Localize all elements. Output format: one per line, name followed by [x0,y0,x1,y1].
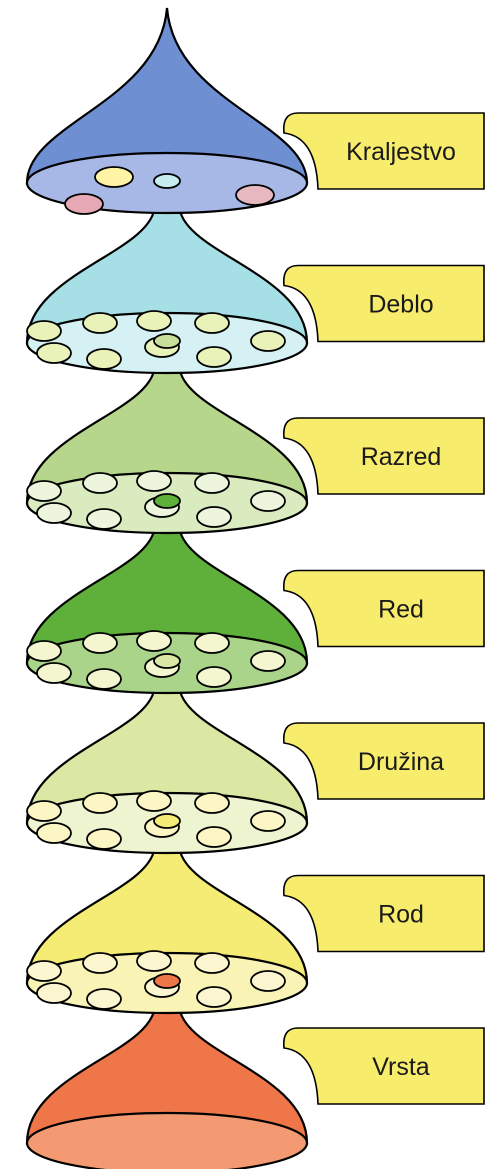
base-spot [235,184,275,206]
base-spot [136,630,172,652]
rank-label-2: Razred [282,417,485,495]
base-spot [36,342,72,364]
rank-label-text: Vrsta [372,1053,430,1081]
base-spot [82,312,118,334]
rank-label-0: Kraljestvo [282,112,485,190]
base-spot [64,193,104,215]
base-spot [136,950,172,972]
base-spot [26,960,62,982]
dome-level-1 [25,203,309,375]
base-spot [26,480,62,502]
rank-label-1: Deblo [282,264,485,343]
dome-level-2 [25,363,309,535]
label-box [282,1027,485,1105]
label-box [282,264,485,343]
base-spot [250,490,286,512]
base-spot [136,470,172,492]
base-spot [196,666,232,688]
neck-opening [153,813,181,829]
neck-opening [153,333,181,349]
rank-label-4: Družina [282,722,485,800]
base-spot [194,312,230,334]
base-spot [250,970,286,992]
base-spot [36,822,72,844]
dome-stack [25,7,309,1169]
dome-level-6 [25,1003,309,1169]
base-spot [196,346,232,368]
dome-body [25,7,309,185]
base-spot [36,982,72,1004]
neck-opening [153,973,181,989]
base-spot [86,508,122,530]
base-spot [26,640,62,662]
base-spot [82,472,118,494]
rank-label-text: Družina [358,748,444,776]
base-spot [136,790,172,812]
label-box [282,722,485,800]
base-spot [36,502,72,524]
rank-label-6: Vrsta [282,1027,485,1105]
base-spot [82,632,118,654]
base-spot [194,792,230,814]
base-spot [26,800,62,822]
base-spot [94,166,134,188]
dome-level-0 [25,7,309,215]
label-box [282,569,485,648]
neck-opening [153,493,181,509]
base-spot [36,662,72,684]
dome-base [25,1111,309,1169]
base-spot [26,320,62,342]
base-spot [82,792,118,814]
base-spot [194,952,230,974]
base-spot [196,506,232,528]
base-spot [194,632,230,654]
neck-opening [153,653,181,669]
rank-label-3: Red [282,569,485,648]
dome-level-5 [25,843,309,1015]
base-spot [86,828,122,850]
base-spot [86,668,122,690]
base-spot [250,650,286,672]
base-spot [86,348,122,370]
base-spot [136,310,172,332]
rank-label-text: Red [378,596,424,624]
base-spot [82,952,118,974]
dome-level-4 [25,683,309,855]
base-spot [196,826,232,848]
label-box [282,112,485,190]
rank-label-text: Rod [378,901,424,929]
base-spot [194,472,230,494]
label-box [282,874,485,953]
rank-label-text: Razred [361,443,442,471]
label-box [282,417,485,495]
rank-label-5: Rod [282,874,485,953]
base-spot [86,988,122,1010]
rank-label-text: Kraljestvo [346,138,456,166]
neck-opening [153,173,181,189]
dome-level-3 [25,523,309,695]
rank-label-text: Deblo [368,291,433,319]
base-spot [196,986,232,1008]
base-spot [250,330,286,352]
base-spot [250,810,286,832]
